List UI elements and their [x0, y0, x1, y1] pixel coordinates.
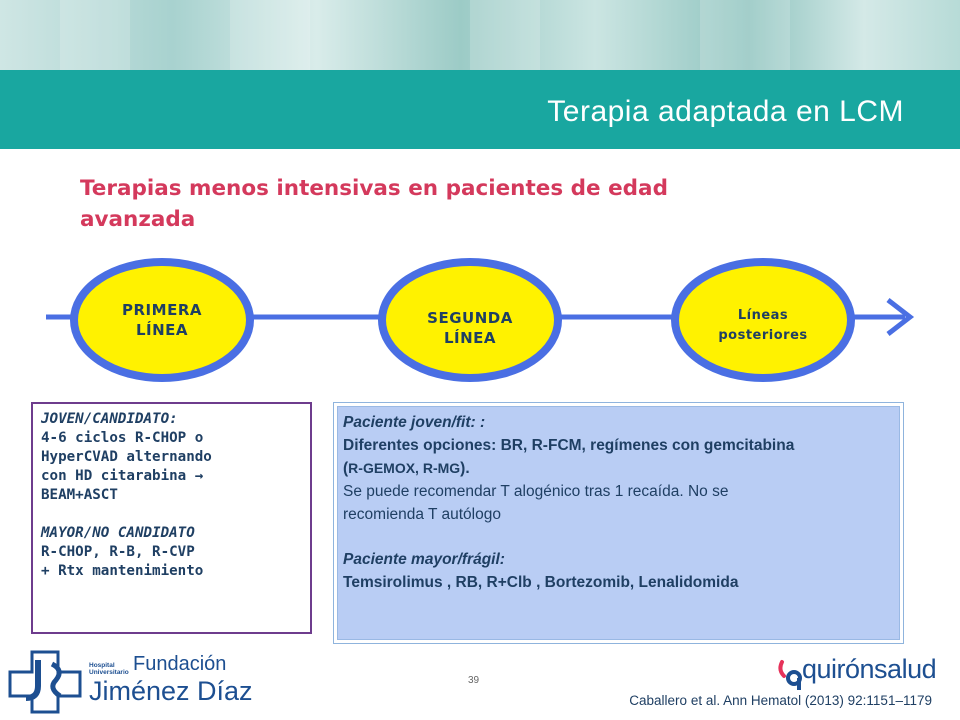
stage-label-line: LÍNEA: [443, 329, 497, 347]
text-fragment: R-GEMOX, R-MG: [348, 460, 461, 476]
quironsalud-wordmark: quirónsalud: [802, 654, 937, 684]
title-band: [0, 70, 960, 149]
citation: Caballero et al. Ann Hematol (2013) 92:1…: [629, 693, 932, 708]
first-line-text: HyperCVAD alternando: [41, 449, 212, 465]
stage-label-line: Líneas: [737, 308, 789, 323]
header-photo-strip: [0, 0, 960, 70]
options-text-continued: (R-GEMOX, R-MG).: [343, 457, 893, 480]
stage-circle-first: [70, 258, 254, 382]
text-fragment: Universitario: [89, 669, 129, 676]
logo-word-jimenez-diaz: Jiménez Díaz: [89, 676, 253, 706]
first-line-box: JOVEN/CANDIDATO: 4-6 ciclos R-CHOP o Hyp…: [31, 402, 312, 634]
stage-label-later: Líneas posteriores: [685, 296, 841, 356]
treatment-timeline: [46, 258, 915, 382]
first-line-text: R-CHOP, R-B, R-CVP: [41, 544, 195, 560]
photo-tile: [60, 0, 130, 70]
page-number: 39: [468, 675, 480, 686]
text-fragment: Hospital: [89, 662, 115, 669]
fundacion-jimenez-diaz-logo: Hospital Universitario Fundación Jiménez…: [6, 650, 266, 716]
stage-circle-later: [671, 258, 855, 382]
options-text: Diferentes opciones: BR, R-FCM, regímene…: [343, 437, 795, 454]
stage-label-second: SEGUNDA LÍNEA: [392, 298, 548, 358]
first-line-text: 4-6 ciclos R-CHOP o: [41, 430, 204, 446]
quironsalud-mark-icon: [778, 660, 802, 690]
old-frail-heading: Paciente mayor/frágil:: [343, 551, 505, 568]
young-candidate-heading: JOVEN/CANDIDATO:: [41, 411, 178, 427]
first-line-text: con HD citarabina →: [41, 468, 204, 484]
stage-label-line: posteriores: [718, 328, 808, 343]
transplant-text: recomienda T autólogo: [343, 506, 501, 523]
logo-word-fundacion: Fundación: [133, 653, 227, 675]
stage-label-line: LÍNEA: [135, 321, 189, 339]
text-fragment: ).: [460, 460, 470, 477]
second-line-box: Paciente joven/fit: : Diferentes opcione…: [333, 402, 904, 644]
old-candidate-heading: MAYOR/NO CANDIDATO: [41, 525, 195, 541]
first-line-text: BEAM+ASCT: [41, 487, 118, 503]
slide-title: Terapia adaptada en LCM: [547, 95, 904, 128]
stage-label-first: PRIMERA LÍNEA: [84, 290, 240, 350]
first-line-text: + Rtx mantenimiento: [41, 563, 204, 579]
hospital-small-text: Hospital Universitario: [89, 662, 129, 676]
quironsalud-logo: quirónsalud: [776, 654, 946, 690]
photo-tile: [700, 0, 790, 70]
slide-subtitle: Terapias menos intensivas en pacientes d…: [80, 176, 668, 232]
photo-tile: [470, 0, 540, 70]
photo-tile: [230, 0, 310, 70]
frail-options-text: Temsirolimus , RB, R+Clb , Bortezomib, L…: [343, 574, 739, 591]
hospital-cross-icon: [8, 650, 82, 714]
young-fit-heading: Paciente joven/fit: :: [343, 414, 486, 431]
stage-label-line: PRIMERA: [122, 301, 202, 319]
stage-circle-second: [378, 258, 562, 382]
timeline-arrowhead: [886, 298, 915, 336]
text-fragment: (: [343, 460, 349, 477]
stage-label-line: SEGUNDA: [427, 309, 513, 327]
transplant-text: Se puede recomendar T alogénico tras 1 r…: [343, 483, 729, 500]
